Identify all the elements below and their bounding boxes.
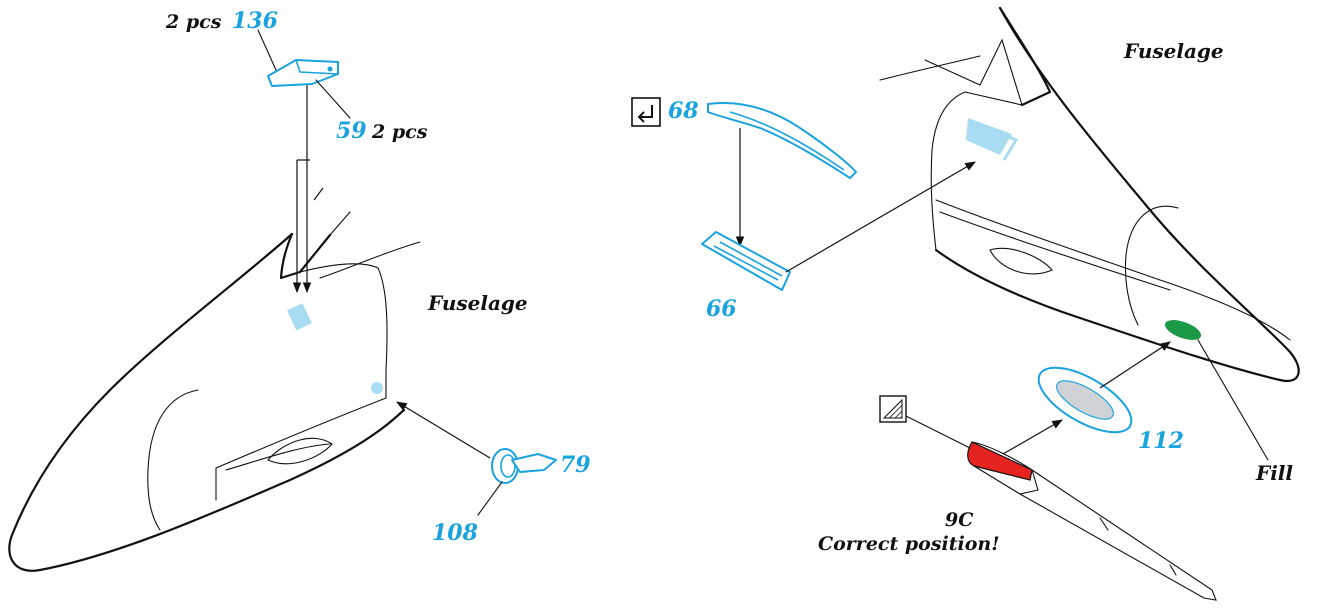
part-79-108	[477, 448, 557, 516]
nose-cone-line-left	[147, 389, 199, 531]
part-112-oval	[1037, 366, 1133, 434]
guide-arrow-66	[785, 161, 976, 273]
bend-arrow-icon	[631, 97, 661, 127]
fill-leader-line	[1197, 339, 1269, 461]
right-spine-top	[998, 6, 1052, 107]
part-136-location-mark	[287, 303, 312, 331]
part-66-frame	[701, 231, 791, 291]
part-number-136: 136	[232, 8, 278, 34]
part-68-strip	[707, 102, 857, 179]
right-fuselage-view: 68 66 Fuselage 112 Fill 9C Correct posit…	[631, 6, 1300, 601]
fin-root-left	[279, 232, 332, 280]
left-fuselage-view: 2 pcs 136 59 2 pcs Fuselage 79 108	[8, 8, 591, 572]
frame-curve-left	[299, 263, 388, 399]
hatched-paint-icon	[879, 395, 907, 423]
part-66-location-edge	[997, 130, 1019, 161]
part-number-59: 59	[336, 118, 367, 144]
fin-line-left	[329, 211, 351, 236]
guide-arrow-108	[396, 401, 491, 459]
paint-code-label: 9C	[945, 509, 973, 531]
fin-edge-right	[879, 55, 981, 81]
part-66-location-mark	[966, 118, 1012, 155]
guide-arrow-9c	[1002, 419, 1063, 455]
panel-line-mid-left	[225, 443, 331, 471]
guide-arrow-112	[1099, 341, 1171, 389]
fill-hole-mark	[1164, 320, 1202, 340]
part-108-location-mark	[371, 382, 383, 394]
qty-label-59: 2 pcs	[371, 121, 428, 143]
fuselage-label-right: Fuselage	[1123, 39, 1224, 63]
fin-root-right	[924, 38, 1023, 106]
left-fuselage-outline	[8, 232, 406, 572]
fuselage-label-left: Fuselage	[427, 291, 528, 315]
intake-bump-left	[267, 437, 333, 465]
fill-label: Fill	[1255, 461, 1293, 485]
nose-cone-line-right	[1125, 205, 1179, 326]
frame-curve-right	[930, 91, 966, 251]
correct-position-label: Correct position!	[818, 533, 1000, 555]
part-number-79: 79	[560, 452, 591, 478]
part-number-112: 112	[1138, 428, 1184, 454]
qty-label-136: 2 pcs	[165, 11, 222, 33]
right-fuselage-outline	[934, 6, 1300, 383]
intake-bump-right	[989, 247, 1053, 275]
panel-line-right-2	[939, 211, 1171, 291]
part-number-108: 108	[432, 520, 478, 546]
part-number-66: 66	[706, 296, 737, 322]
part-136-bracket	[257, 29, 351, 119]
part-number-68: 68	[668, 98, 699, 124]
part-9c-probe	[905, 415, 1217, 601]
fin-edge-left	[319, 241, 421, 279]
panel-line-lower-left	[215, 397, 387, 469]
guide-tick-2	[313, 187, 324, 201]
panel-line-right	[935, 199, 1291, 341]
